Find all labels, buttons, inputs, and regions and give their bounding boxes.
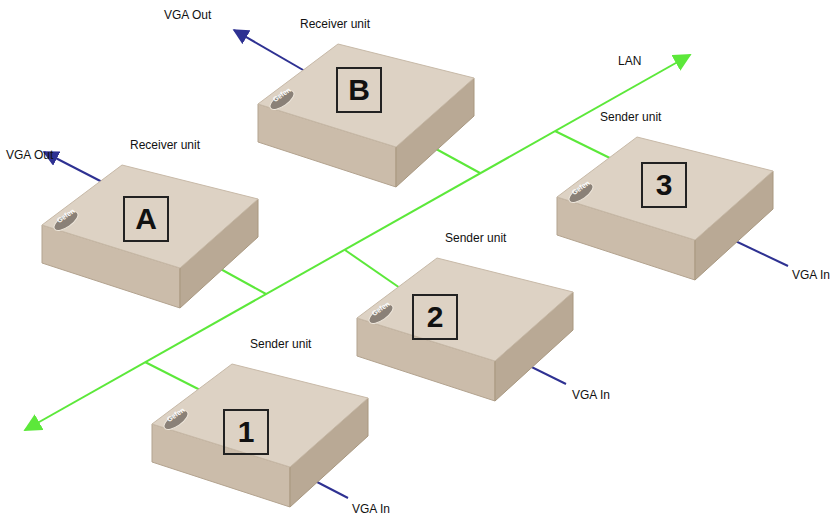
signal-label: VGA In xyxy=(572,388,610,402)
box-top xyxy=(557,137,773,240)
unit-heading: Sender unit xyxy=(600,110,661,124)
device-box: Receiver unitB xyxy=(256,14,476,192)
unit-letter: A xyxy=(123,196,169,242)
box-top xyxy=(258,44,474,147)
box-shape xyxy=(40,163,260,313)
unit-letter: B xyxy=(336,67,382,113)
box-shape xyxy=(256,42,476,192)
box-shape xyxy=(355,256,575,406)
unit-heading: Receiver unit xyxy=(130,138,200,152)
box-top xyxy=(357,258,573,361)
box-shape xyxy=(150,362,370,512)
box-top xyxy=(42,165,258,268)
vga-arrow xyxy=(234,30,310,74)
signal-label: VGA Out xyxy=(6,148,53,162)
signal-label: VGA In xyxy=(352,502,390,516)
logo-badge xyxy=(267,87,297,113)
network-label: LAN xyxy=(618,54,641,68)
device-box: Sender unit 1 xyxy=(150,334,370,512)
lan-drop xyxy=(345,250,400,288)
signal-label: VGA In xyxy=(792,268,830,282)
unit-heading: Sender unit xyxy=(445,231,506,245)
logo-badge xyxy=(161,407,191,433)
device-box: Sender unit 2 xyxy=(355,228,575,406)
signal-label: VGA Out xyxy=(164,8,211,22)
logo-badge xyxy=(366,301,396,327)
unit-letter: 2 xyxy=(412,294,458,340)
unit-letter: 3 xyxy=(641,162,687,208)
unit-heading: Sender unit xyxy=(250,337,311,351)
device-box: Receiver unitA xyxy=(40,135,260,313)
logo-badge xyxy=(566,180,596,206)
box-top xyxy=(152,364,368,467)
logo-badge xyxy=(51,208,81,234)
box-shape xyxy=(555,135,775,285)
unit-letter: 1 xyxy=(223,409,269,455)
unit-heading: Receiver unit xyxy=(300,17,370,31)
device-box: Sender unit 3 xyxy=(555,107,775,285)
